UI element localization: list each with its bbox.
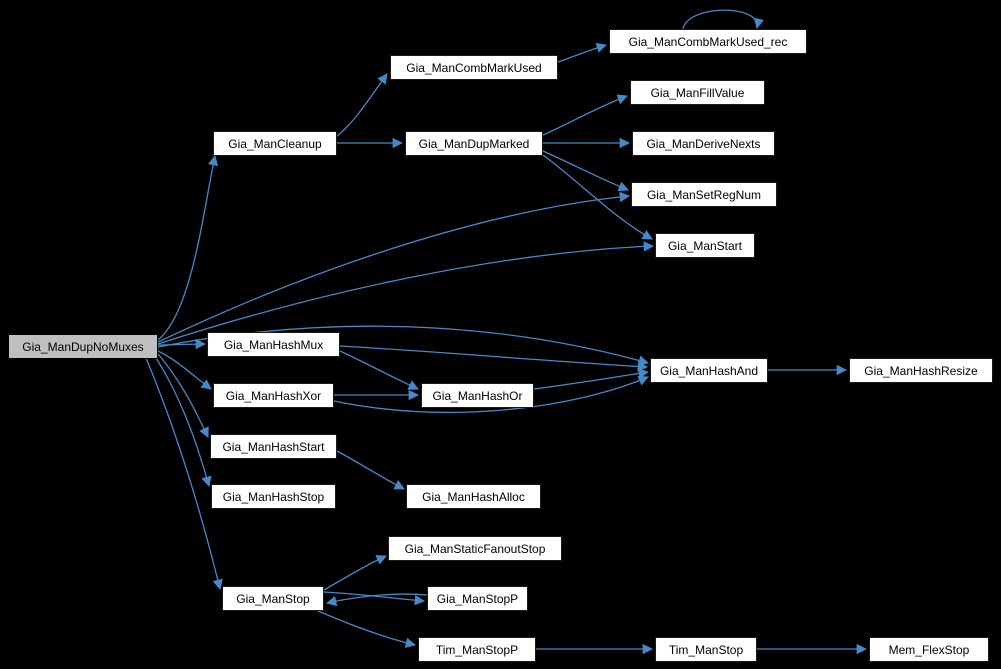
node-gia-man-derive-nexts[interactable]: Gia_ManDeriveNexts — [632, 131, 775, 156]
node-gia-man-hash-and[interactable]: Gia_ManHashAnd — [650, 358, 768, 383]
node-gia-man-stop[interactable]: Gia_ManStop — [222, 586, 324, 611]
node-gia-man-dup-marked[interactable]: Gia_ManDupMarked — [405, 131, 543, 156]
node-gia-man-hash-stop[interactable]: Gia_ManHashStop — [211, 484, 336, 509]
edge-hashmux-hashand — [339, 345, 649, 372]
node-gia-man-hash-alloc[interactable]: Gia_ManHashAlloc — [406, 484, 541, 509]
node-gia-man-static-fanout-stop[interactable]: Gia_ManStaticFanoutStop — [388, 536, 562, 561]
edge-dupnomuxes-start — [157, 241, 655, 345]
edge-rec-self-loop — [682, 9, 764, 30]
edge-dupnomuxes-hashmux — [157, 338, 207, 350]
edge-hashmux-hashor — [339, 350, 419, 390]
edge-dupnomuxes-setregnum — [157, 191, 631, 343]
node-gia-man-hash-start[interactable]: Gia_ManHashStart — [210, 434, 337, 459]
node-gia-man-comb-mark-used-rec[interactable]: Gia_ManCombMarkUsed_rec — [609, 29, 807, 54]
edge-stop-timmanstopp — [315, 609, 417, 648]
edge-dupnomuxes-hashstart — [157, 353, 209, 438]
edge-dupnomuxes-stop — [145, 357, 223, 591]
node-gia-man-hash-xor[interactable]: Gia_ManHashXor — [213, 383, 334, 408]
node-gia-man-hash-resize[interactable]: Gia_ManHashResize — [849, 358, 993, 383]
node-gia-man-start[interactable]: Gia_ManStart — [655, 233, 755, 258]
edge-dupmarked-fillvalue — [542, 94, 628, 136]
node-gia-man-dup-no-muxes[interactable]: Gia_ManDupNoMuxes — [8, 334, 158, 359]
node-gia-man-comb-mark-used[interactable]: Gia_ManCombMarkUsed — [390, 55, 558, 80]
edge-hashxor-hashand — [333, 375, 649, 413]
edge-stopp-stop — [325, 593, 428, 607]
node-gia-man-cleanup[interactable]: Gia_ManCleanup — [213, 131, 337, 156]
edge-cleanup-combmarkused — [336, 73, 388, 137]
edge-combmarkused-rec — [557, 42, 607, 63]
node-gia-man-hash-mux[interactable]: Gia_ManHashMux — [207, 332, 340, 357]
edge-dupmarked-setregnum — [542, 150, 629, 192]
edge-dupmarked-start — [542, 154, 653, 240]
edge-hashstart-hashalloc — [336, 450, 405, 490]
node-tim-man-stop-p[interactable]: Tim_ManStopP — [418, 637, 536, 662]
node-tim-man-stop[interactable]: Tim_ManStop — [655, 637, 757, 662]
node-gia-man-fill-value[interactable]: Gia_ManFillValue — [630, 80, 765, 105]
node-gia-man-stop-p[interactable]: Gia_ManStopP — [427, 586, 528, 611]
edge-hashor-hashand — [533, 368, 650, 390]
edge-stop-staticfanoutstop — [323, 555, 387, 591]
edge-dupnomuxes-hashstop — [155, 357, 212, 488]
node-gia-man-hash-or[interactable]: Gia_ManHashOr — [421, 383, 534, 408]
edge-stop-stopp — [323, 591, 426, 606]
edge-dupnomuxes-cleanup — [157, 154, 219, 341]
node-mem-flex-stop[interactable]: Mem_FlexStop — [869, 637, 989, 662]
node-gia-man-set-reg-num[interactable]: Gia_ManSetRegNum — [631, 182, 777, 207]
edge-dupnomuxes-hashxor — [157, 350, 212, 390]
